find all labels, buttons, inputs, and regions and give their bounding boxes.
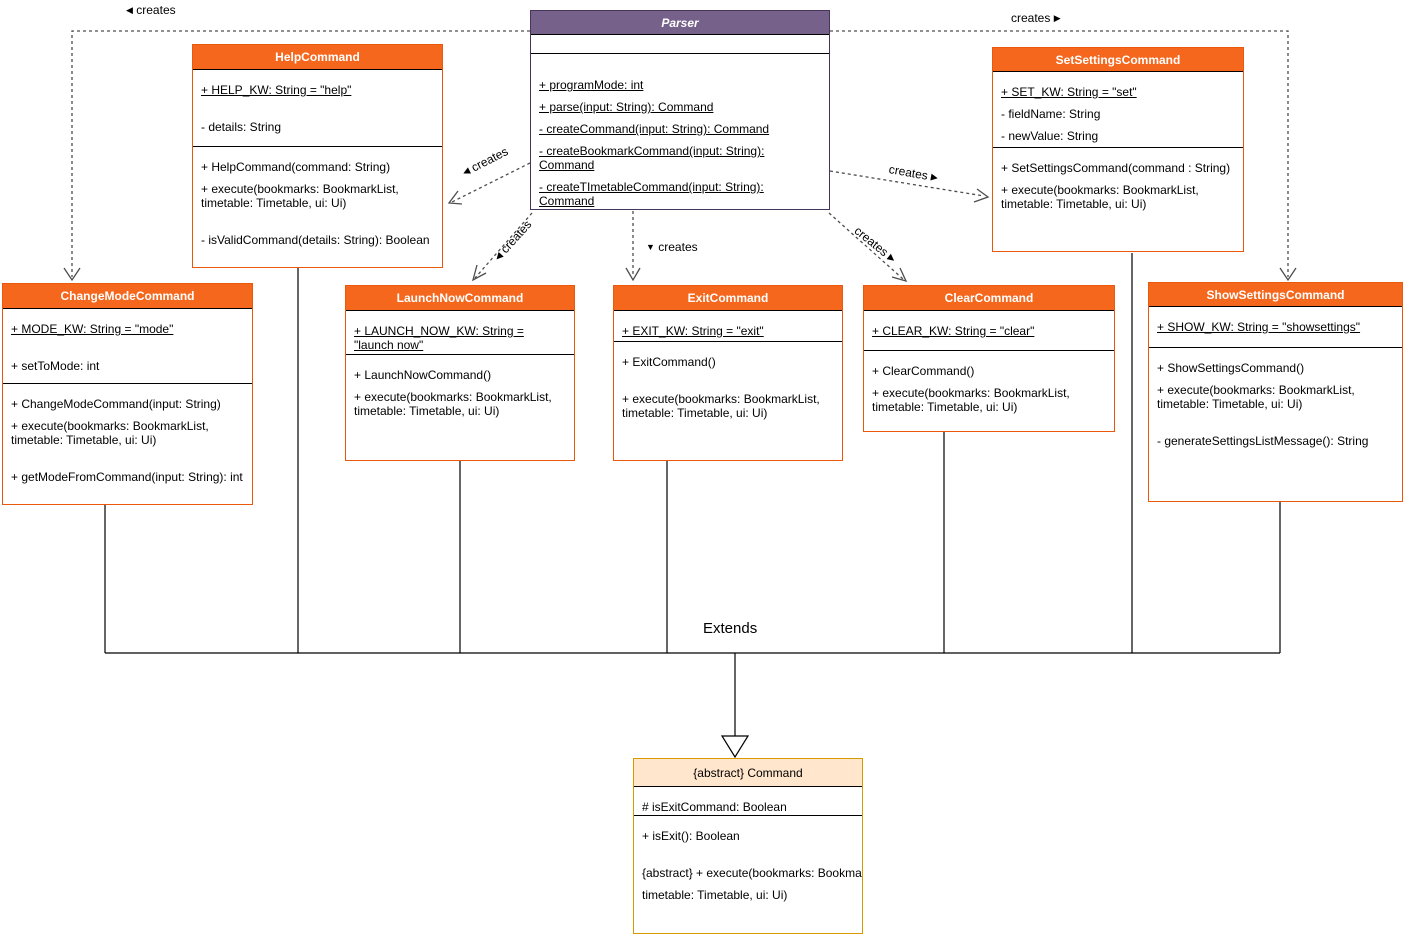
attribute-compartment: + SET_KW: String = "set" - fieldName: St… xyxy=(993,71,1243,147)
class-helpcommand[interactable]: HelpCommand + HELP_KW: String = "help" -… xyxy=(192,44,443,268)
attribute-compartment: + MODE_KW: String = "mode" + setToMode: … xyxy=(3,308,252,383)
uml-method: - generateSettingsListMessage(): String xyxy=(1157,434,1369,448)
uml-attribute: - fieldName: String xyxy=(1001,107,1101,121)
uml-method: + ClearCommand() xyxy=(872,364,975,378)
class-title: ClearCommand xyxy=(864,286,1114,310)
attribute-compartment: + SHOW_KW: String = "showsettings" xyxy=(1149,306,1402,347)
class-exitcommand[interactable]: ExitCommand + EXIT_KW: String = "exit" +… xyxy=(613,285,843,461)
class-title: ChangeModeCommand xyxy=(3,284,252,308)
method-compartment: + ShowSettingsCommand() + execute(bookma… xyxy=(1149,347,1402,501)
member-compartment: + programMode: int + parse(input: String… xyxy=(531,53,829,209)
class-changemodecommand[interactable]: ChangeModeCommand + MODE_KW: String = "m… xyxy=(2,283,253,505)
class-abstract-command[interactable]: {abstract} Command # isExitCommand: Bool… xyxy=(633,758,863,934)
class-title: SetSettingsCommand xyxy=(993,48,1243,71)
generalization-triangle-icon xyxy=(720,735,750,759)
attribute-compartment: + HELP_KW: String = "help" - details: St… xyxy=(193,69,442,146)
method-compartment: + HelpCommand(command: String) + execute… xyxy=(193,146,442,267)
creates-edge-parser-showsettings[interactable] xyxy=(830,30,1289,277)
open-arrowhead xyxy=(1279,267,1297,282)
method-compartment: + LaunchNowCommand() + execute(bookmarks… xyxy=(346,354,574,460)
uml-attribute: + SHOW_KW: String = "showsettings" xyxy=(1157,320,1361,334)
class-title: LaunchNowCommand xyxy=(346,286,574,310)
uml-attribute: - details: String xyxy=(201,120,282,134)
attribute-compartment: + LAUNCH_NOW_KW: String = "launch now" xyxy=(346,310,574,354)
class-setsettingscommand[interactable]: SetSettingsCommand + SET_KW: String = "s… xyxy=(992,47,1244,252)
uml-member: - createTImetableCommand(input: String):… xyxy=(539,180,764,209)
uml-method: + ShowSettingsCommand() xyxy=(1157,361,1305,375)
uml-attribute: + LAUNCH_NOW_KW: String = "launch now" xyxy=(354,324,524,352)
open-arrowhead xyxy=(471,264,487,282)
class-title: HelpCommand xyxy=(193,45,442,69)
creates-edge-parser-changemode[interactable] xyxy=(71,30,530,277)
extends-tree-trunk[interactable] xyxy=(105,652,1280,736)
open-arrowhead xyxy=(447,190,463,205)
uml-method: + execute(bookmarks: BookmarkList, timet… xyxy=(872,386,1070,414)
uml-attribute: + MODE_KW: String = "mode" xyxy=(11,322,174,336)
uml-method: + getModeFromCommand(input: String): int xyxy=(11,470,243,484)
uml-method: + ChangeModeCommand(input: String) xyxy=(11,397,221,411)
uml-method: - isValidCommand(details: String): Boole… xyxy=(201,233,430,247)
creates-edge-parser-help[interactable] xyxy=(451,162,531,203)
uml-method: + execute(bookmarks: BookmarkList, timet… xyxy=(201,182,399,210)
method-compartment: + ClearCommand() + execute(bookmarks: Bo… xyxy=(864,350,1114,431)
method-compartment: + ChangeModeCommand(input: String) + exe… xyxy=(3,383,252,504)
attribute-compartment: # isExitCommand: Boolean xyxy=(634,786,862,815)
method-compartment: + isExit(): Boolean {abstract} + execute… xyxy=(634,815,862,933)
class-title: ExitCommand xyxy=(614,286,842,310)
open-arrowhead xyxy=(891,267,908,283)
method-compartment: + ExitCommand() + execute(bookmarks: Boo… xyxy=(614,341,842,460)
class-launchnowcommand[interactable]: LaunchNowCommand + LAUNCH_NOW_KW: String… xyxy=(345,285,575,461)
attribute-compartment: + CLEAR_KW: String = "clear" xyxy=(864,310,1114,350)
uml-attribute: + HELP_KW: String = "help" xyxy=(201,83,352,97)
triangle-right-icon: ▶ xyxy=(1053,13,1061,23)
class-parser[interactable]: Parser + programMode: int + parse(input:… xyxy=(530,10,830,210)
uml-method: + ExitCommand() xyxy=(622,355,716,369)
class-title: ShowSettingsCommand xyxy=(1149,283,1402,306)
empty-compartment xyxy=(531,34,829,53)
creates-label-exit: ▼ creates xyxy=(646,240,698,254)
uml-method: + execute(bookmarks: BookmarkList, timet… xyxy=(1001,183,1199,211)
uml-method: {abstract} + execute(bookmarks: Bookma xyxy=(642,866,862,880)
uml-attribute: # isExitCommand: Boolean xyxy=(642,800,787,814)
method-compartment: + SetSettingsCommand(command : String) +… xyxy=(993,147,1243,251)
class-showsettingscommand[interactable]: ShowSettingsCommand + SHOW_KW: String = … xyxy=(1148,282,1403,502)
triangle-down-icon: ▼ xyxy=(646,242,655,252)
triangle-left-icon: ◀ xyxy=(126,5,133,15)
class-title: Parser xyxy=(531,11,829,34)
class-clearcommand[interactable]: ClearCommand + CLEAR_KW: String = "clear… xyxy=(863,285,1115,432)
open-arrowhead xyxy=(63,267,81,282)
extends-tree-branches[interactable] xyxy=(104,253,1281,653)
triangle-right-icon: ▶ xyxy=(930,171,939,183)
creates-label-showsettings: creates ▶ xyxy=(1011,11,1061,25)
uml-member: + programMode: int xyxy=(539,78,644,93)
uml-member: - createBookmarkCommand(input: String): … xyxy=(539,144,765,173)
uml-member: - createCommand(input: String): Command xyxy=(539,122,770,137)
uml-attribute: - newValue: String xyxy=(1001,129,1099,143)
uml-method: + isExit(): Boolean xyxy=(642,829,740,843)
extends-label: Extends xyxy=(703,620,758,637)
uml-member: + parse(input: String): Command xyxy=(539,100,714,115)
open-arrowhead xyxy=(973,188,990,203)
uml-attribute: + EXIT_KW: String = "exit" xyxy=(622,324,764,338)
uml-attribute: + CLEAR_KW: String = "clear" xyxy=(872,324,1035,338)
uml-method: + LaunchNowCommand() xyxy=(354,368,492,382)
uml-method: + execute(bookmarks: BookmarkList, timet… xyxy=(11,419,209,447)
attribute-compartment: + EXIT_KW: String = "exit" xyxy=(614,310,842,341)
uml-attribute: + setToMode: int xyxy=(11,359,100,373)
uml-method: + execute(bookmarks: BookmarkList, timet… xyxy=(622,392,820,420)
uml-method: + execute(bookmarks: BookmarkList, timet… xyxy=(1157,383,1355,411)
creates-edge-parser-setsettings[interactable] xyxy=(829,170,985,197)
creates-label-changemode: ◀ creates xyxy=(126,3,176,17)
uml-method: + HelpCommand(command: String) xyxy=(201,160,391,174)
uml-attribute: + SET_KW: String = "set" xyxy=(1001,85,1137,99)
uml-method: + SetSettingsCommand(command : String) xyxy=(1001,161,1231,175)
creates-edge-parser-clear[interactable] xyxy=(828,212,904,280)
uml-method: timetable: Timetable, ui: Ui) xyxy=(642,888,788,902)
class-title: {abstract} Command xyxy=(634,759,862,786)
uml-method: + execute(bookmarks: BookmarkList, timet… xyxy=(354,390,552,418)
open-arrowhead xyxy=(625,267,641,282)
creates-edge-parser-launchnow[interactable] xyxy=(474,212,533,279)
